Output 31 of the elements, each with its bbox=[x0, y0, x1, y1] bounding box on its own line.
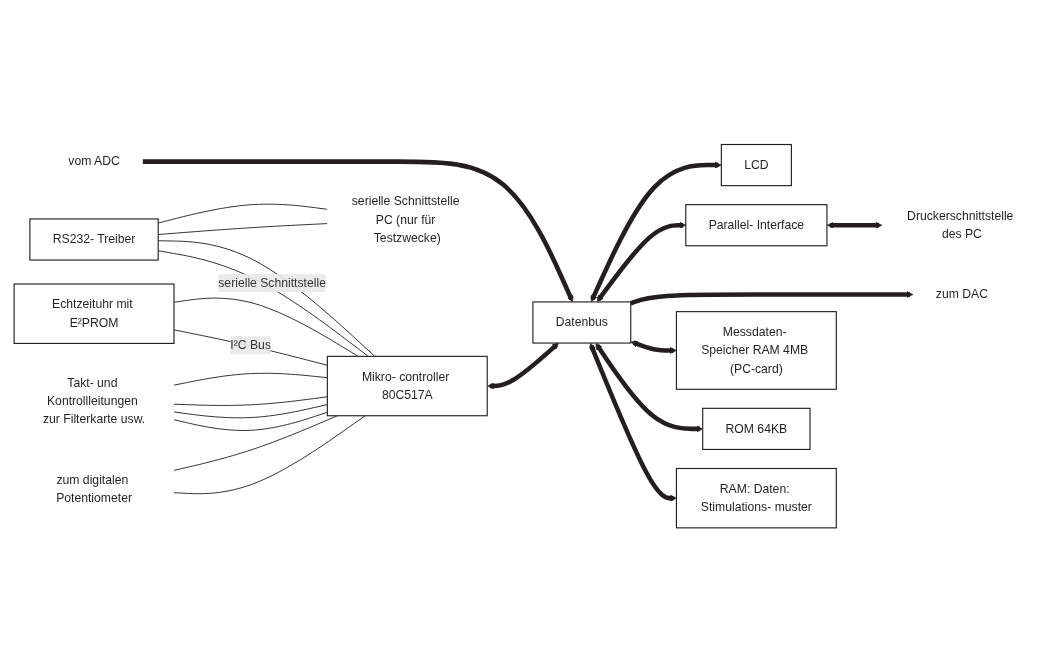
connector bbox=[173, 414, 366, 494]
arrow bbox=[142, 158, 574, 302]
node-box: Mikro- controller 80C517A bbox=[326, 355, 488, 416]
node-box: Parallel- Interface bbox=[685, 203, 828, 246]
arrow bbox=[826, 221, 883, 229]
node-box: Messdaten- Speicher RAM 4MB (PC-card) bbox=[675, 310, 837, 390]
node-box: Echtzeituhr mit E²PROM bbox=[13, 283, 175, 344]
node-text: vom ADC bbox=[68, 154, 120, 168]
connector bbox=[173, 395, 328, 406]
node-box: LCD bbox=[720, 143, 792, 186]
node-text: serielle Schnittstelle PC (nur für Testzwecke) bbox=[351, 194, 460, 244]
connector bbox=[173, 372, 328, 386]
node-text: Druckerschnittstelle des PC bbox=[907, 208, 1014, 240]
arrow bbox=[630, 340, 677, 354]
node-text: Takt- und Kontrollleitungen zur Filterkarte usw. bbox=[42, 375, 146, 426]
edge-label: I²C Bus bbox=[230, 337, 271, 351]
arrow bbox=[589, 342, 677, 502]
node-box: RS232- Treiber bbox=[29, 217, 159, 261]
node-box: RAM: Daten: Stimulations- muster bbox=[675, 467, 837, 528]
connector bbox=[173, 411, 328, 431]
arrow bbox=[590, 161, 722, 302]
edge-label: serielle Schnittstelle bbox=[218, 275, 326, 289]
node-box: ROM 64KB bbox=[702, 407, 811, 450]
arrow bbox=[595, 342, 703, 432]
node-box: Datenbus bbox=[532, 300, 632, 344]
node-text: zum digitalen Potentiometer bbox=[56, 472, 132, 504]
connector bbox=[173, 403, 328, 418]
connector bbox=[173, 414, 338, 471]
arrow bbox=[487, 342, 559, 389]
node-text: zum DAC bbox=[935, 287, 988, 301]
arrow bbox=[629, 290, 914, 306]
